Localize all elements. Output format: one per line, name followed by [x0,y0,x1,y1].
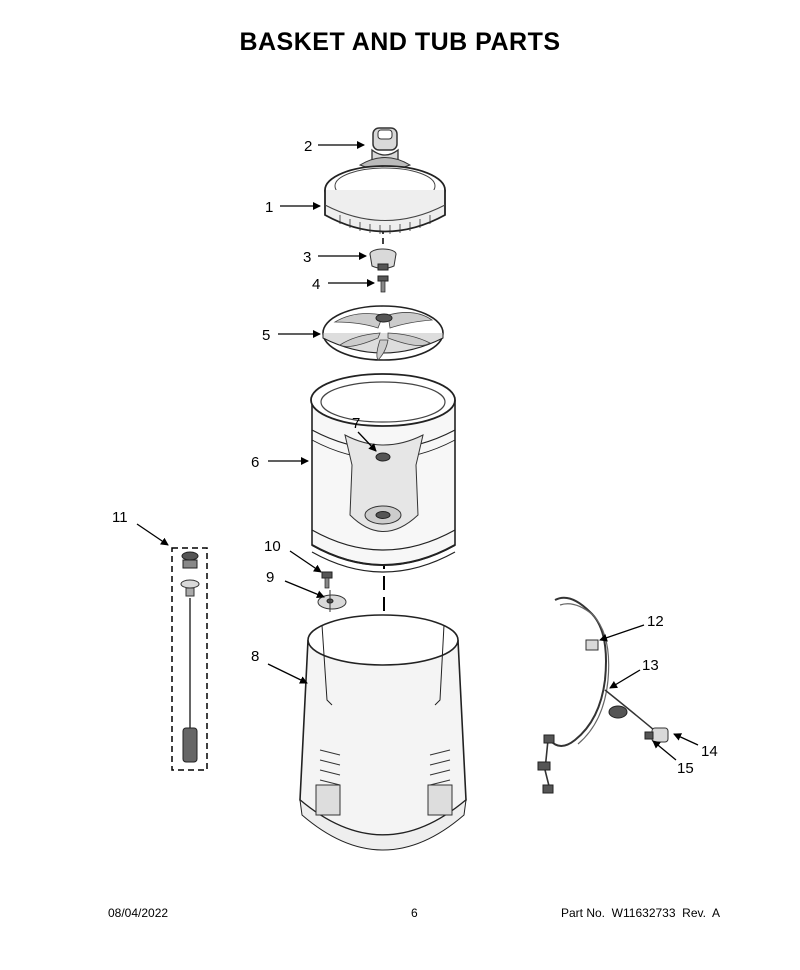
seal-washer-part[interactable] [317,590,347,612]
callout-6: 6 [251,454,259,471]
callout-14: 14 [701,743,718,760]
hub-part[interactable] [369,248,397,271]
callout-leaders [136,141,699,761]
footer-part-number: Part No. W11632733 Rev. A [561,906,720,920]
callout-10: 10 [264,538,281,555]
callout-12: 12 [647,613,664,630]
basket-ring-part[interactable] [324,165,446,234]
footer-date: 08/04/2022 [108,906,169,920]
sensor-disc-part[interactable] [608,705,628,719]
callout-2: 2 [304,138,312,155]
callout-9: 9 [266,569,274,586]
callout-5: 5 [262,327,270,344]
pressure-sensor-part[interactable] [651,727,669,743]
bolt-part[interactable] [377,275,389,293]
page-title: BASKET AND TUB PARTS [239,28,561,56]
impeller-part[interactable] [322,305,444,361]
basket-part[interactable] [310,373,456,573]
callout-15: 15 [677,760,694,777]
callout-numbers: 2 1 3 4 5 6 7 8 9 10 11 12 13 14 15 [112,138,718,777]
callout-8: 8 [251,648,259,665]
sensor-clip-part[interactable] [644,731,654,740]
callout-1: 1 [265,199,273,216]
callout-11: 11 [112,509,128,526]
wire-harness-part[interactable] [537,596,661,794]
suspension-rod-kit-part[interactable] [171,547,208,771]
callout-4: 4 [312,276,320,293]
callout-13: 13 [642,657,659,674]
outer-tub-part[interactable] [299,614,467,851]
callout-7: 7 [352,415,360,432]
callout-3: 3 [303,249,311,266]
footer-page-number: 6 [411,906,418,920]
tub-bolt-part[interactable] [321,571,333,589]
